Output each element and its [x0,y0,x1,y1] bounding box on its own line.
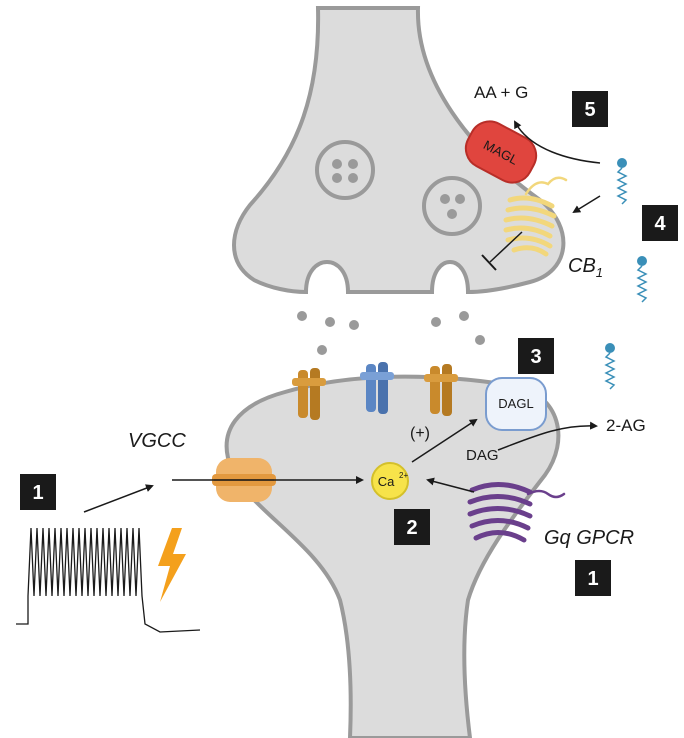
badge: 2 [394,509,430,545]
dagl-label: DAGL [498,396,533,411]
badge-number: 3 [530,346,541,368]
badge-number: 5 [584,99,595,121]
plus-label: (+) [410,425,430,442]
ligand-molecule [605,343,615,389]
badge: 1 [575,560,611,596]
cb1-label: CB1 [568,255,603,280]
badge-number: 2 [406,517,417,539]
badge-number: 1 [587,568,598,590]
badge-number: 1 [32,482,43,504]
badge: 4 [642,205,678,241]
badge: 1 [20,474,56,510]
dag-label: DAG [466,447,499,464]
badge: 3 [518,338,554,374]
lightning-bolt-icon [158,528,186,602]
calcium-ion: Ca 2+ [372,463,408,499]
gq-gpcr-label: Gq GPCR [544,527,634,549]
ligand-molecule [617,158,627,204]
vgcc-label: VGCC [128,430,186,452]
dagl-enzyme: DAGL [486,378,546,430]
ca-label: Ca [378,474,395,489]
badge: 5 [572,91,608,127]
ligand-molecule [637,256,647,302]
aa-g-label: AA + G [474,83,528,102]
ca-superscript: 2+ [399,471,408,480]
badge-number: 4 [654,213,666,235]
two-ag-label: 2-AG [606,416,646,435]
synaptic-vesicle [424,178,480,234]
neurotransmitter-dots [297,311,485,355]
synaptic-vesicle [317,142,373,198]
